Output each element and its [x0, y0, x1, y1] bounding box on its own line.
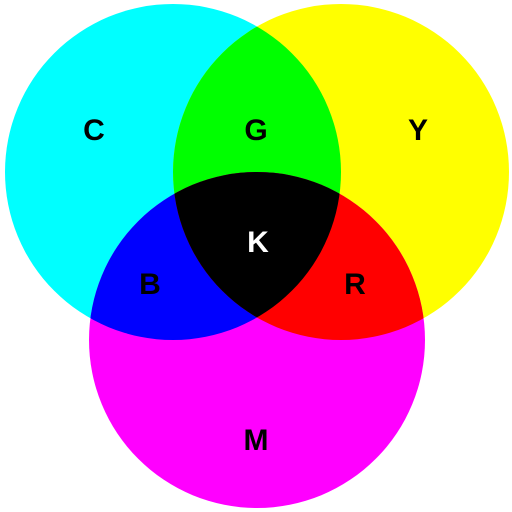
- label-r: R: [344, 268, 366, 301]
- label-g: G: [244, 114, 267, 147]
- blue-intersection: [89, 172, 341, 340]
- label-k: K: [247, 226, 269, 259]
- label-c: C: [83, 114, 105, 147]
- label-m: M: [244, 424, 269, 457]
- red-intersection: [173, 172, 425, 340]
- label-b: B: [139, 268, 161, 301]
- label-y: Y: [408, 114, 428, 147]
